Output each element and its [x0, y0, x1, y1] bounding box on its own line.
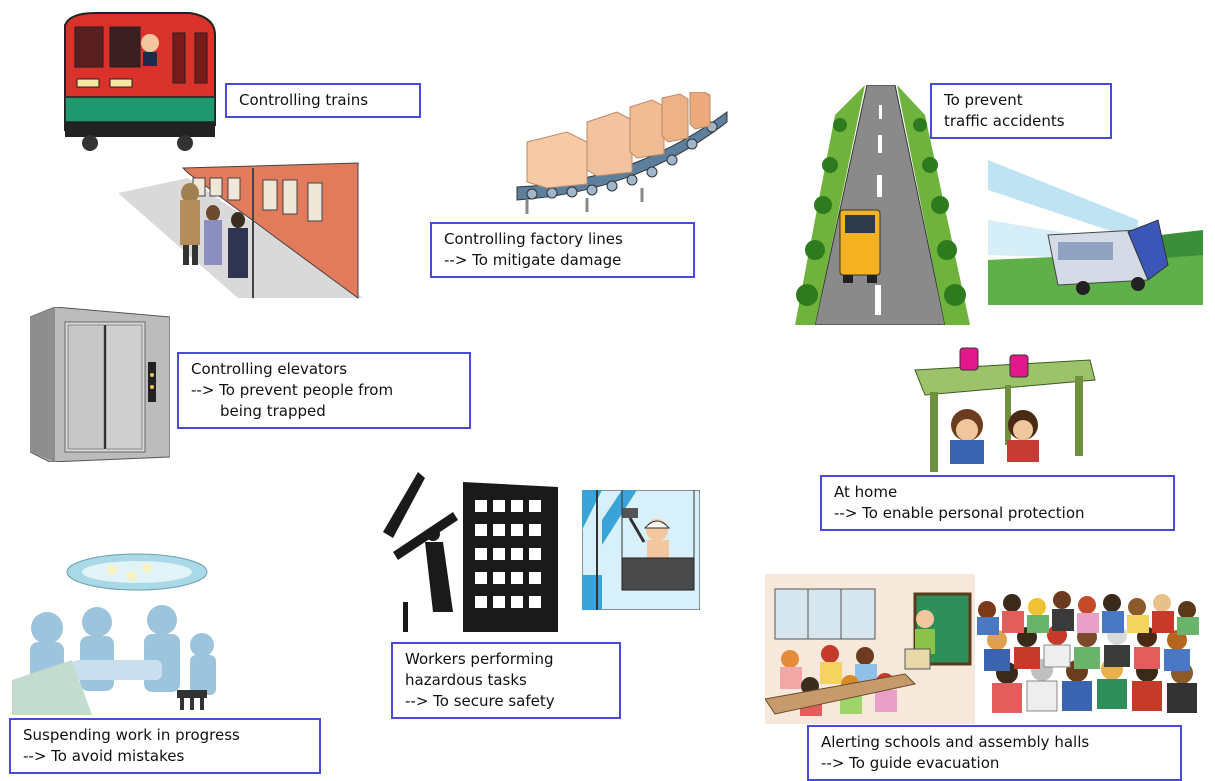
- label-surgery-line2: --> To avoid mistakes: [23, 747, 185, 765]
- label-elevators-line1: Controlling elevators: [191, 360, 348, 378]
- truck-headlights-icon: [988, 160, 1203, 305]
- label-at-home: At home --> To enable personal protectio…: [820, 475, 1175, 531]
- label-traffic-line1: To prevent: [944, 91, 1023, 109]
- label-workers-line1: Workers performing: [405, 650, 554, 668]
- label-suspending-work: Suspending work in progress --> To avoid…: [9, 718, 321, 774]
- label-factory-line2: --> To mitigate damage: [444, 251, 622, 269]
- label-factory-line1: Controlling factory lines: [444, 230, 623, 248]
- window-cleaner-icon: [582, 490, 700, 610]
- label-trains: Controlling trains: [225, 83, 421, 118]
- label-surgery-line1: Suspending work in progress: [23, 726, 240, 744]
- label-traffic-accidents: To prevent traffic accidents: [930, 83, 1112, 139]
- label-schools-line1: Alerting schools and assembly halls: [821, 733, 1090, 751]
- classroom-icon: [765, 574, 975, 724]
- label-trains-line1: Controlling trains: [239, 91, 369, 109]
- table-shelter-icon: [905, 340, 1100, 475]
- label-elevators-line2: --> To prevent people from: [191, 381, 394, 399]
- highway-truck-icon: [795, 85, 970, 325]
- label-elevators-line3: being trapped: [220, 402, 326, 420]
- audience-hall-icon: [972, 585, 1202, 715]
- label-home-line1: At home: [834, 483, 898, 501]
- label-elevators: Controlling elevators --> To prevent peo…: [177, 352, 471, 429]
- label-workers-line3: --> To secure safety: [405, 692, 555, 710]
- building-construction-icon: [383, 472, 558, 632]
- surgery-room-icon: [12, 550, 222, 715]
- train-icon: [55, 5, 225, 155]
- label-workers-line2: hazardous tasks: [405, 671, 527, 689]
- elevator-icon: [30, 307, 170, 462]
- label-factory-lines: Controlling factory lines --> To mitigat…: [430, 222, 695, 278]
- label-schools-halls: Alerting schools and assembly halls --> …: [807, 725, 1182, 781]
- station-platform-icon: [118, 158, 363, 303]
- label-hazardous-workers: Workers performing hazardous tasks --> T…: [391, 642, 621, 719]
- conveyor-belt-icon: [512, 92, 732, 217]
- label-traffic-line2: traffic accidents: [944, 112, 1065, 130]
- label-schools-line2: --> To guide evacuation: [821, 754, 1000, 772]
- label-home-line2: --> To enable personal protection: [834, 504, 1085, 522]
